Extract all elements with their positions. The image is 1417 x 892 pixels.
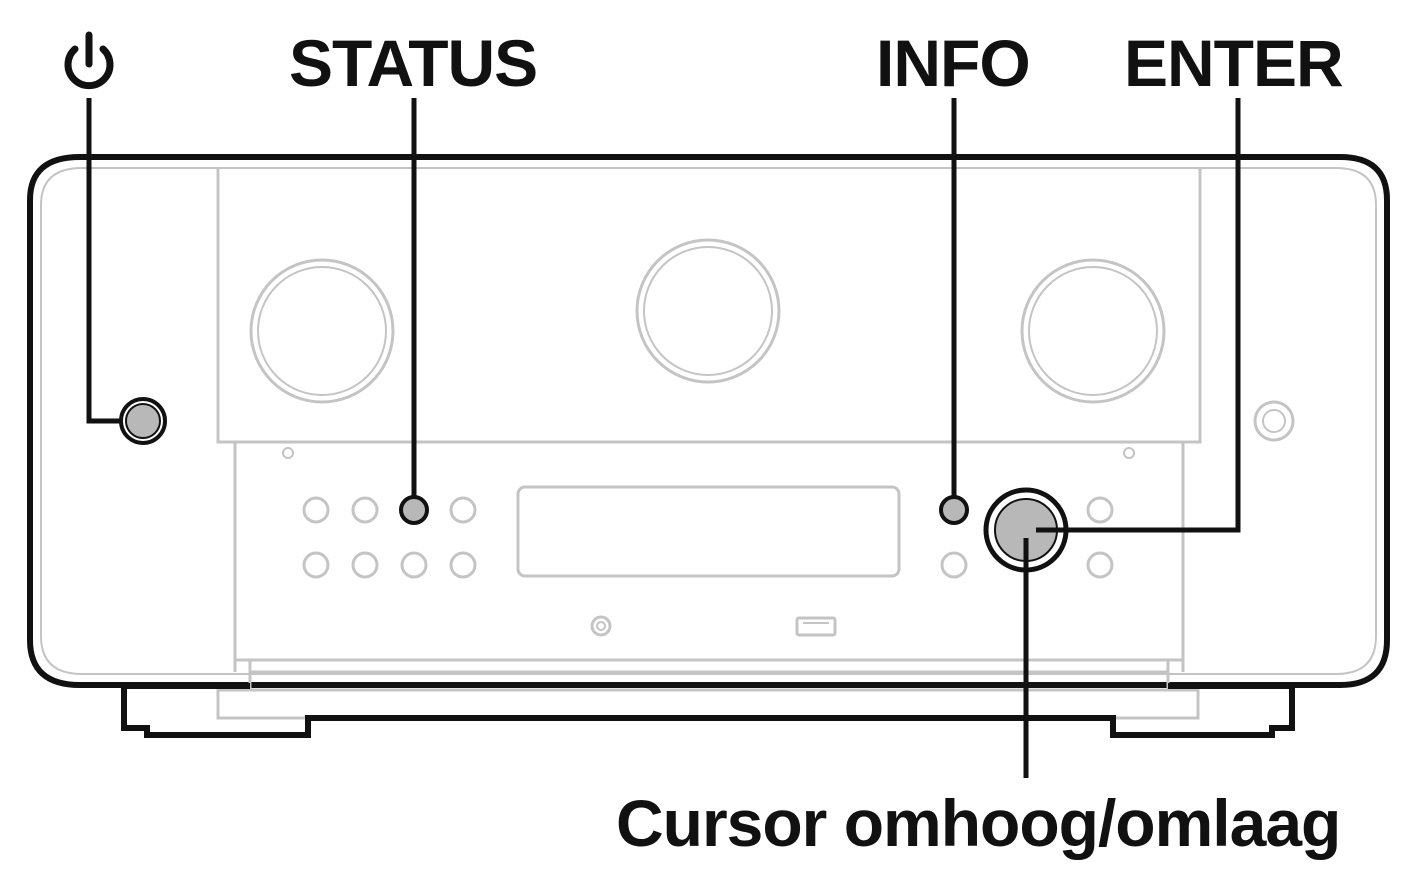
upper-panel (216, 154, 1202, 444)
chassis (27, 154, 1390, 688)
power-button (119, 397, 167, 445)
leader-lines (86, 98, 1241, 778)
indicator-dot-left (282, 447, 294, 459)
info-label: INFO (876, 26, 1031, 100)
status-button (399, 495, 429, 525)
cursor-up-down-label: Cursor omhoog/omlaag (616, 786, 1341, 860)
right-knob (1020, 258, 1166, 404)
info-button (939, 495, 969, 525)
feet-and-base (121, 683, 1295, 738)
indicator-dot-right (1123, 447, 1135, 459)
right-button-group (940, 496, 1114, 579)
headphone-jack (1253, 400, 1295, 442)
enter-label: ENTER (1124, 26, 1344, 100)
power-icon (64, 31, 114, 90)
enter-leader-line (1036, 98, 1241, 533)
power-leader-line (86, 98, 122, 424)
status-label: STATUS (289, 26, 538, 100)
center-knob (635, 238, 781, 384)
usb-port (795, 616, 837, 637)
display-window (516, 485, 901, 578)
left-knob (249, 258, 395, 404)
left-button-grid (302, 496, 477, 579)
setup-mic-jack (590, 615, 612, 637)
